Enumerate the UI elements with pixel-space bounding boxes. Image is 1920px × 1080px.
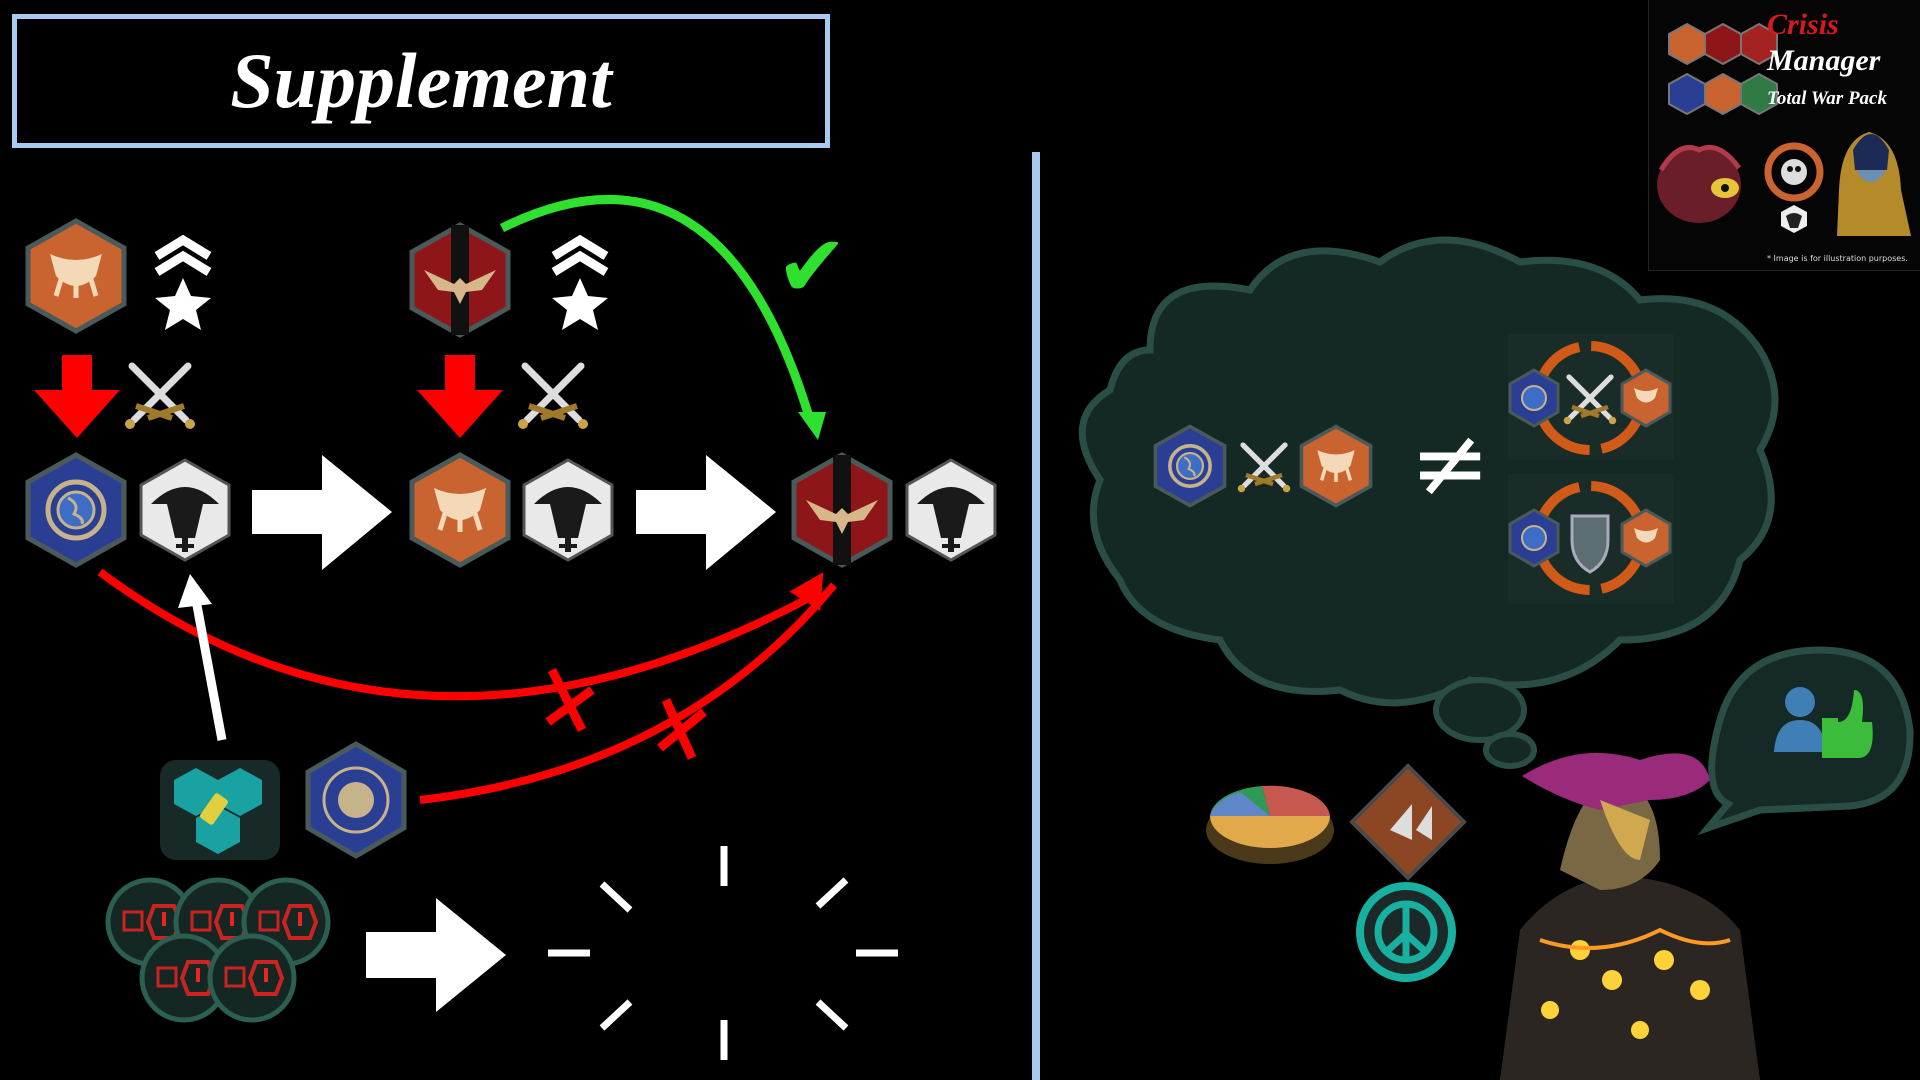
vanish-burst xyxy=(548,846,898,1060)
white-right-arrow-1 xyxy=(252,455,392,570)
red-cross-2 xyxy=(657,698,707,760)
red-down-arrow-1 xyxy=(34,355,120,438)
brand-word-manager: Manager xyxy=(1767,44,1881,77)
red-arc-2 xyxy=(419,582,838,804)
brand-panel: Crisis Manager Total War Pack * Image is… xyxy=(1648,0,1920,271)
defense-shield-icon xyxy=(1570,514,1610,574)
hex-network-icon xyxy=(305,741,407,859)
brand-skull-target xyxy=(1764,142,1824,233)
empire-red-eagle-icon xyxy=(794,455,890,565)
un-earth-icon xyxy=(1153,424,1227,508)
rank-star-icon xyxy=(552,240,608,330)
brand-portrait xyxy=(1837,132,1911,236)
brand-hex-row-1 xyxy=(1668,22,1778,66)
title-box: Supplement xyxy=(12,14,830,148)
war-target-panel-1 xyxy=(1508,334,1674,460)
crossed-swords-icon xyxy=(518,366,588,429)
white-fleet-icon xyxy=(139,458,231,562)
white-up-arrow xyxy=(191,599,227,741)
pie-chart-icon xyxy=(1206,785,1334,864)
white-up-arrowhead xyxy=(178,574,212,608)
un-earth-icon xyxy=(28,455,124,565)
war-target-panel-2 xyxy=(1508,474,1674,604)
white-fleet-icon xyxy=(905,458,997,562)
alien-character xyxy=(1500,752,1760,1080)
brand-hex-row-2 xyxy=(1668,72,1778,116)
warning-badge-cluster xyxy=(108,880,328,1020)
empire-orange-icon xyxy=(412,455,508,565)
white-right-arrow-2 xyxy=(636,455,776,570)
crossed-swords-icon xyxy=(125,366,195,429)
green-arc-arrow xyxy=(500,194,815,422)
thumbs-up-icon xyxy=(1774,687,1873,758)
brand-word-crisis: Crisis xyxy=(1767,8,1839,41)
white-fleet-icon xyxy=(522,458,614,562)
divider xyxy=(1032,152,1040,1080)
empire-red-eagle-icon xyxy=(412,225,508,335)
empire-orange-icon xyxy=(28,221,124,331)
green-arrowhead xyxy=(798,412,826,440)
brand-word-pack: Total War Pack xyxy=(1767,88,1887,109)
empire-orange-icon xyxy=(1299,424,1373,508)
peace-icon xyxy=(1356,882,1456,982)
red-arc-1 xyxy=(97,568,822,701)
slide-title: Supplement xyxy=(230,37,612,124)
red-cross-1 xyxy=(545,667,595,733)
warning-badge-icon xyxy=(210,936,294,1020)
brand-art xyxy=(1657,22,1911,236)
boots-icon xyxy=(1349,763,1467,881)
teal-cells-icon xyxy=(160,760,280,860)
brand-creature xyxy=(1657,144,1742,223)
not-equal-sign: ≠ xyxy=(1410,407,1490,519)
green-check: ✔ xyxy=(776,217,848,317)
rank-star-icon xyxy=(155,240,211,330)
white-right-arrow-3 xyxy=(366,898,506,1012)
brand-note: * Image is for illustration purposes. xyxy=(1767,254,1908,263)
red-down-arrow-2 xyxy=(417,355,503,438)
